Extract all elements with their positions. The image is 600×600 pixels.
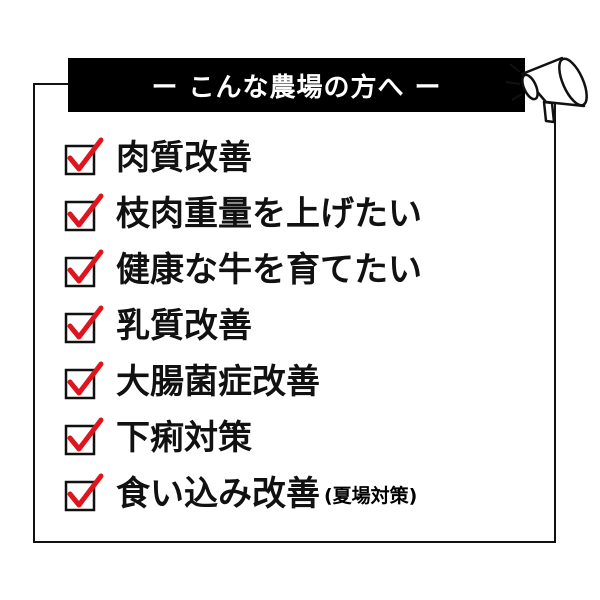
list-item: 枝肉重量を上げたい [62,186,542,242]
checked-box-icon [62,136,106,180]
checked-box-icon [62,360,106,404]
item-label: 食い込み改善 [116,474,320,514]
checked-box-icon [62,416,106,460]
checklist-frame [33,83,556,543]
list-item: 食い込み改善 (夏場対策) [62,466,542,522]
banner-title: ー こんな農場の方へ ー [68,58,525,112]
item-label: 下痢対策 [116,418,252,458]
list-item: 健康な牛を育てたい [62,242,542,298]
checklist: 肉質改善 枝肉重量を上げたい 健康な牛を育てたい [62,130,542,522]
list-item: 大腸菌症改善 [62,354,542,410]
checked-box-icon [62,304,106,348]
checked-box-icon [62,472,106,516]
item-label: 枝肉重量を上げたい [116,194,422,234]
item-label: 大腸菌症改善 [116,362,320,402]
checked-box-icon [62,192,106,236]
list-item: 肉質改善 [62,130,542,186]
item-suffix: (夏場対策) [324,484,418,507]
list-item: 乳質改善 [62,298,542,354]
item-label: 健康な牛を育てたい [116,250,422,290]
item-label: 肉質改善 [116,138,252,178]
megaphone-icon [500,50,598,140]
checked-box-icon [62,248,106,292]
item-label: 乳質改善 [116,306,252,346]
list-item: 下痢対策 [62,410,542,466]
